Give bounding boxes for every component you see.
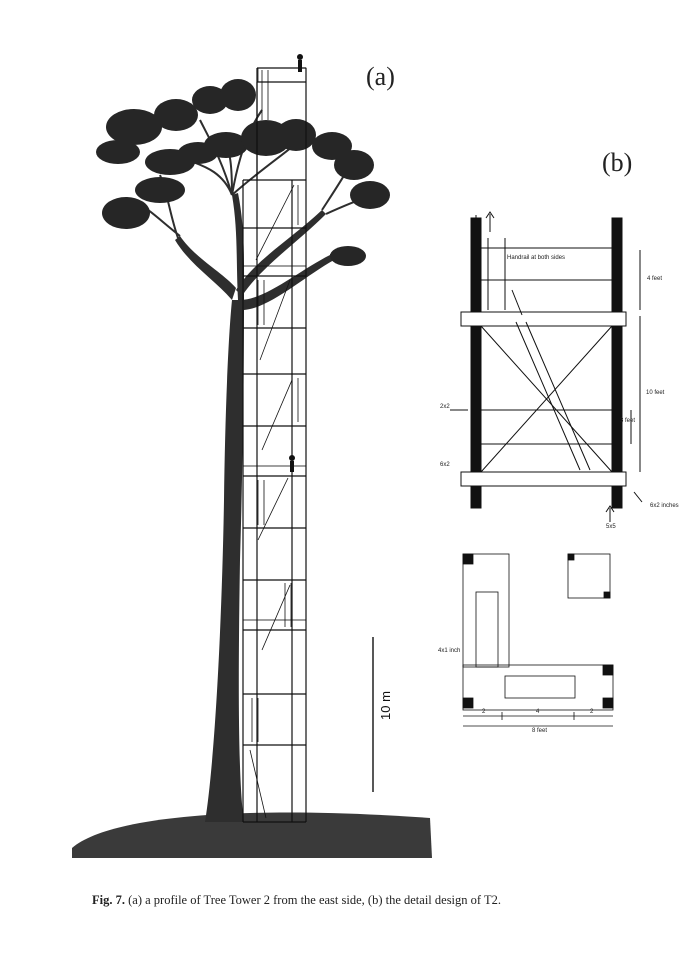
- detail-plan: [462, 553, 614, 727]
- panel-label-b: (b): [602, 148, 633, 177]
- dim-2-right: 2: [590, 709, 594, 715]
- six-by-two-label: 6x2: [440, 462, 450, 468]
- tower-frame: [242, 67, 307, 823]
- detail-elevation: [450, 211, 643, 522]
- four-by-one-inch-label: 4x1 inch: [438, 648, 461, 654]
- tree-canopy: [96, 79, 390, 266]
- dim-2-left: 2: [482, 709, 486, 715]
- scale-bar-label: 10 m: [378, 691, 393, 720]
- five-by-five-label: 5x5: [606, 524, 616, 530]
- person-silhouettes: [289, 54, 303, 472]
- tower-platforms: [242, 67, 307, 631]
- three-feet-label: 3 feet: [620, 418, 636, 424]
- six-by-two-inches-label: 6x2 inches: [650, 503, 679, 509]
- dim-4: 4: [536, 709, 540, 715]
- panel-label-a: (a): [366, 62, 395, 91]
- four-feet-label: 4 feet: [647, 276, 663, 282]
- eight-feet-label: 8 feet: [532, 728, 548, 734]
- figure-caption: Fig. 7. (a) a profile of Tree Tower 2 fr…: [92, 893, 501, 908]
- tree-trunk: [175, 193, 334, 822]
- tower-ladders: [249, 70, 299, 819]
- caption-text: (a) a profile of Tree Tower 2 from the e…: [124, 893, 501, 907]
- handrail-label: Handrail at both sides: [507, 255, 566, 261]
- caption-prefix: Fig. 7.: [92, 893, 125, 907]
- ten-feet-label: 10 feet: [646, 390, 665, 396]
- two-by-two-label: 2x2: [440, 404, 450, 410]
- ground: [72, 812, 432, 858]
